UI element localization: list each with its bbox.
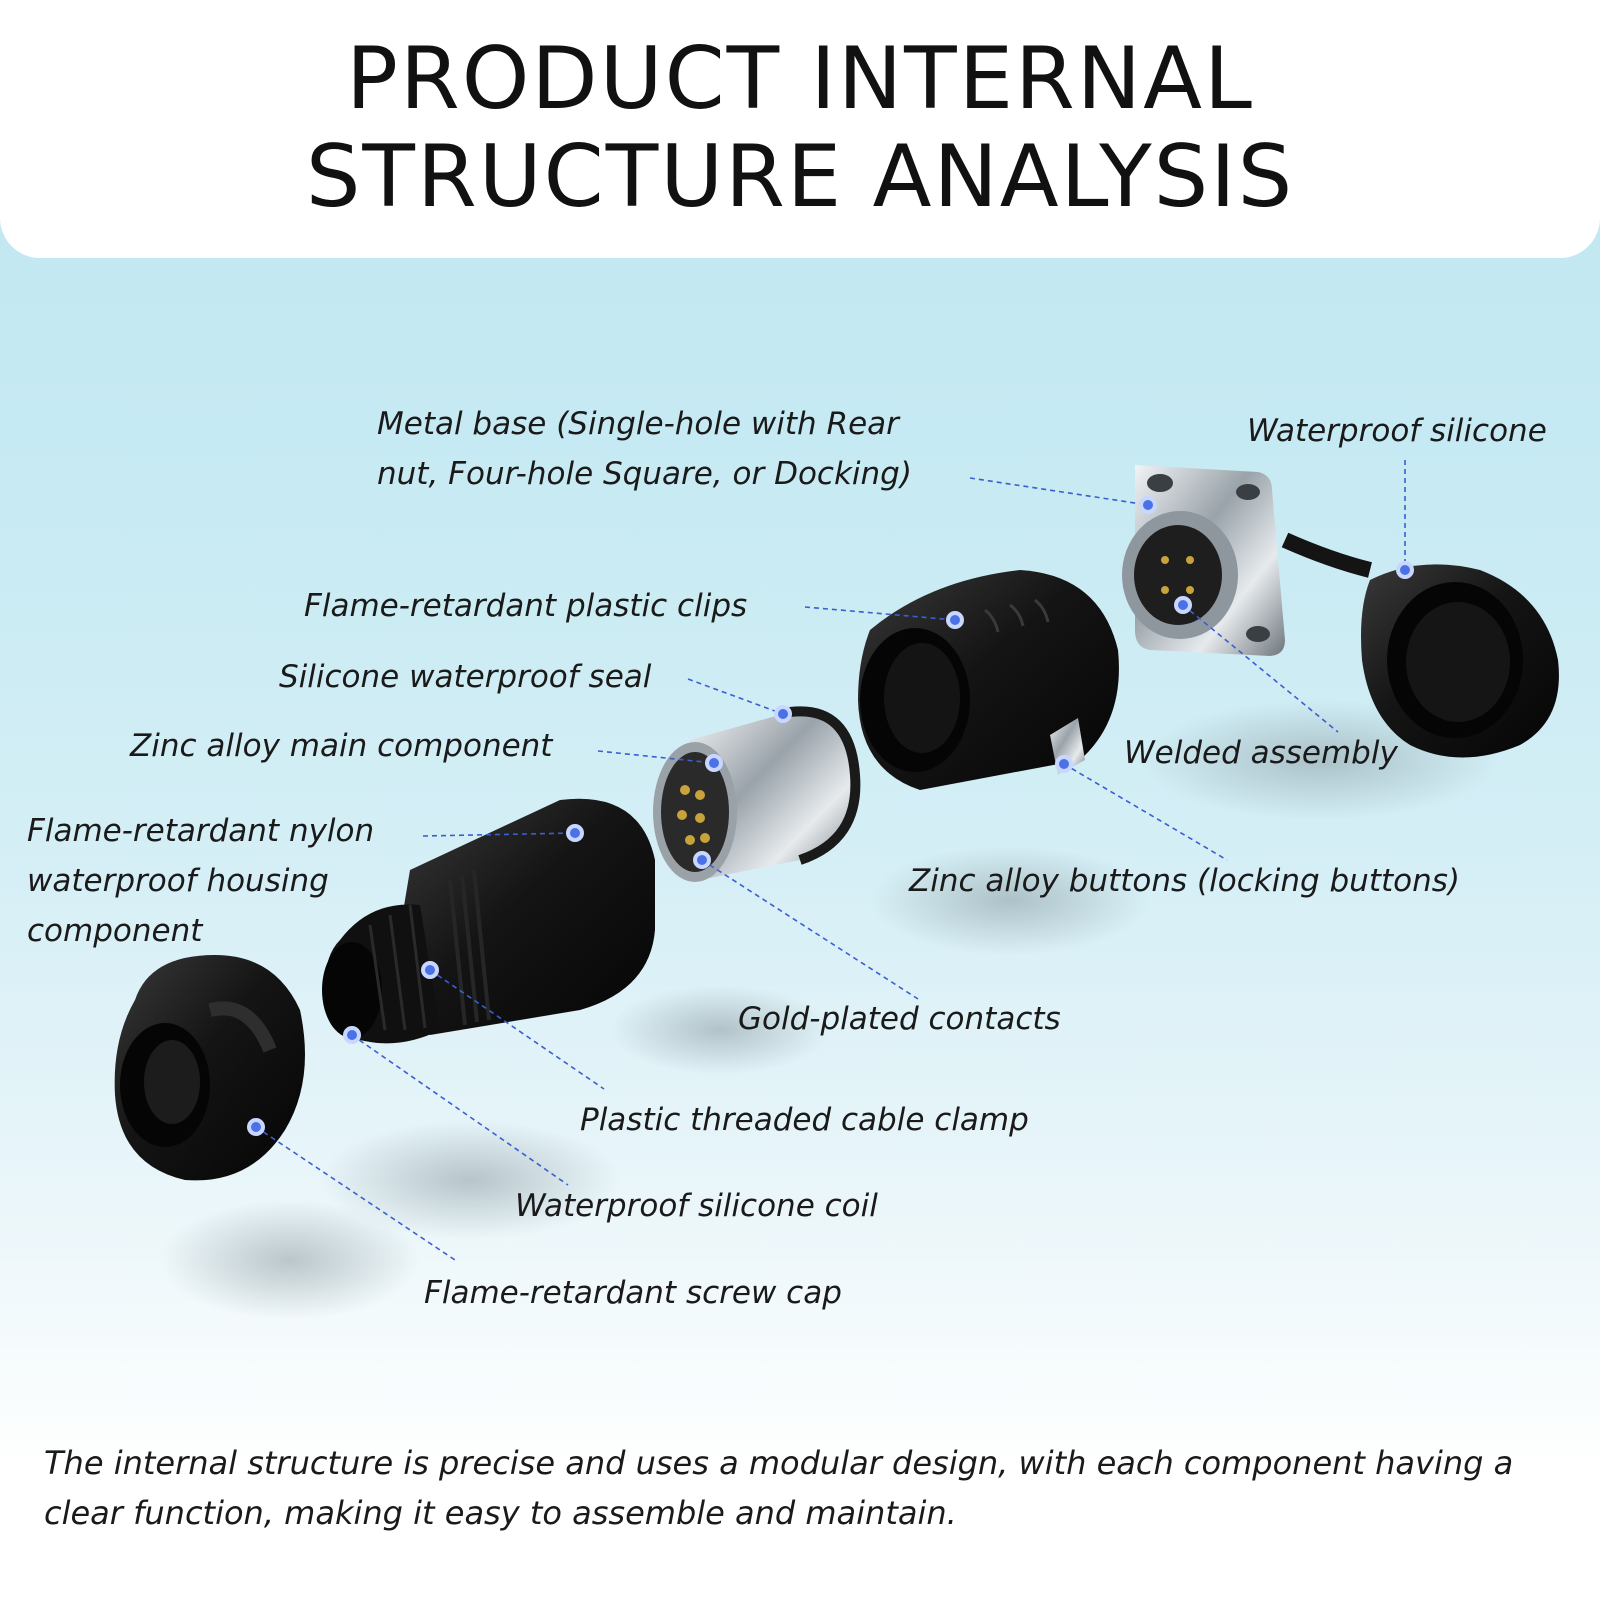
title-line-2: STRUCTURE ANALYSIS: [305, 127, 1295, 227]
label-metal-base-line-2: nut, Four-hole Square, or Docking): [377, 456, 912, 492]
title-card: PRODUCT INTERNAL STRUCTURE ANALYSIS: [0, 0, 1600, 258]
label-zinc-main: Zinc alloy main component: [130, 728, 553, 764]
label-nylon-housing: Flame-retardant nylon waterproof housing…: [27, 806, 374, 956]
zinc-main-component-part: [653, 706, 861, 882]
label-nylon-housing-line-2: waterproof housing: [27, 863, 329, 899]
waterproof-silicone-cap-part: [1361, 564, 1559, 758]
screw-cap-part: [114, 955, 306, 1181]
label-zinc-buttons: Zinc alloy buttons (locking buttons): [909, 863, 1460, 899]
label-nylon-housing-line-3: component: [27, 913, 203, 949]
label-cable-clamp: Plastic threaded cable clamp: [580, 1102, 1029, 1138]
label-screw-cap: Flame-retardant screw cap: [424, 1275, 842, 1311]
label-silicone-coil: Waterproof silicone coil: [515, 1188, 878, 1224]
title-line-1: PRODUCT INTERNAL: [346, 29, 1254, 129]
label-plastic-clips: Flame-retardant plastic clips: [304, 588, 748, 624]
plastic-clips-part: [858, 570, 1119, 790]
label-metal-base-line-1: Metal base (Single-hole with Rear: [377, 406, 899, 442]
footer-line-2: clear function, making it easy to assemb…: [44, 1494, 957, 1532]
label-metal-base: Metal base (Single-hole with Rear nut, F…: [377, 399, 912, 499]
footer-description: The internal structure is precise and us…: [44, 1438, 1513, 1538]
label-gold-contacts: Gold-plated contacts: [738, 1001, 1061, 1037]
label-nylon-housing-line-1: Flame-retardant nylon: [27, 813, 375, 849]
anchor-dots: [247, 496, 1414, 1136]
label-silicone-seal: Silicone waterproof seal: [279, 659, 652, 695]
metal-base-part: [1122, 465, 1372, 656]
label-waterproof-silicone: Waterproof silicone: [1247, 413, 1547, 449]
label-welded-assembly: Welded assembly: [1124, 735, 1398, 771]
nylon-housing-part: [322, 798, 655, 1044]
footer-line-1: The internal structure is precise and us…: [44, 1444, 1514, 1482]
leader-lines: [255, 460, 1406, 1263]
